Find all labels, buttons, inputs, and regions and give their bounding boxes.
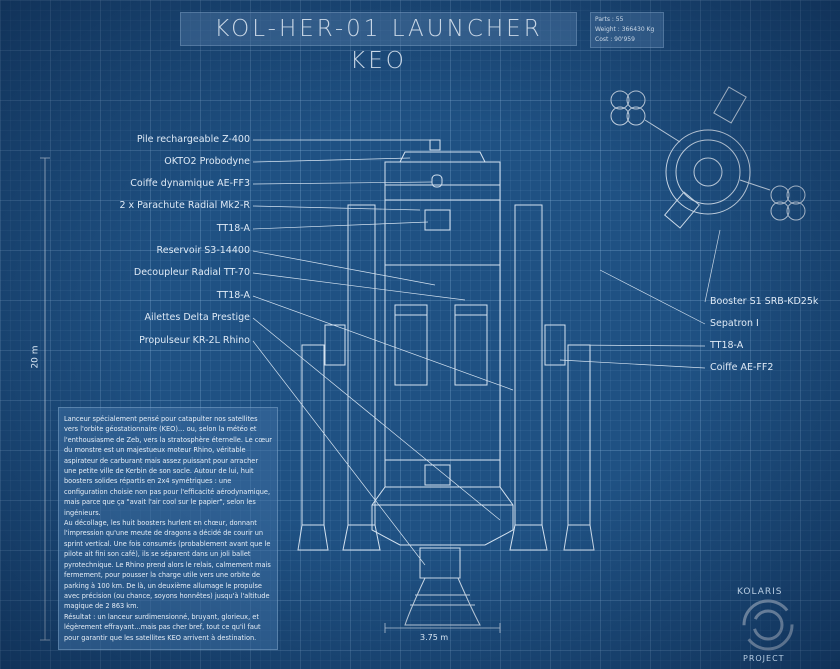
label-booster: Booster S1 SRB-KD25k: [710, 296, 819, 307]
side-booster-right: [509, 204, 566, 551]
label-decoupler-2: TT18-A: [216, 290, 250, 301]
far-boosters: [297, 344, 595, 551]
label-tt18a-right: TT18-A: [710, 340, 744, 351]
logo-text-project: PROJECT: [743, 654, 785, 663]
logo-text-kolaris: KOLARIS: [737, 587, 783, 597]
label-tank: Reservoir S3-14400: [156, 245, 250, 256]
parts-count: Parts : 55: [595, 16, 624, 23]
description-paragraph: Au décollage, les huit boosters hurlent …: [64, 519, 271, 611]
weight: Weight : 366430 Kg: [595, 26, 655, 33]
core-radial-boosters: [394, 304, 488, 386]
leader-lines-right: [559, 229, 721, 369]
label-sepatron: Sepatron I: [710, 318, 759, 329]
side-booster-left: [324, 204, 381, 551]
cost: Cost : 90'959: [595, 36, 635, 43]
label-nosecone: Coiffe AE-FF2: [710, 362, 774, 373]
label-probe-core: OKTO2 Probodyne: [164, 156, 250, 167]
description-paragraph: Résultat : un lanceur surdimensionné, br…: [64, 612, 261, 642]
label-fairing: Coiffe dynamique AE-FF3: [130, 178, 250, 189]
stats-panel: Parts : 55 Weight : 366430 Kg Cost : 90'…: [590, 12, 664, 48]
height-dimension-line: [40, 157, 50, 641]
page-title: KOL-HER-01 LAUNCHER KEO: [180, 12, 577, 74]
leader-lines-left: [252, 139, 514, 566]
top-view-drawing: [610, 86, 806, 229]
label-parachute: 2 x Parachute Radial Mk2-R: [119, 200, 250, 211]
height-dimension-label: 20 m: [30, 345, 41, 369]
width-dimension-label: 3.75 m: [420, 633, 449, 642]
label-fins: Ailettes Delta Prestige: [144, 312, 250, 323]
kolaris-logo: [742, 599, 794, 651]
description-panel: Lanceur spécialement pensé pour catapult…: [58, 407, 278, 650]
description-paragraph: Lanceur spécialement pensé pour catapult…: [64, 415, 273, 517]
label-battery: Pile rechargeable Z-400: [136, 134, 250, 145]
label-radial-decoupler: Decoupleur Radial TT-70: [133, 267, 250, 278]
label-decoupler-1: TT18-A: [216, 223, 250, 234]
label-engine: Propulseur KR-2L Rhino: [139, 335, 250, 346]
engine-bell: [404, 547, 481, 626]
core-stage: [371, 139, 514, 546]
